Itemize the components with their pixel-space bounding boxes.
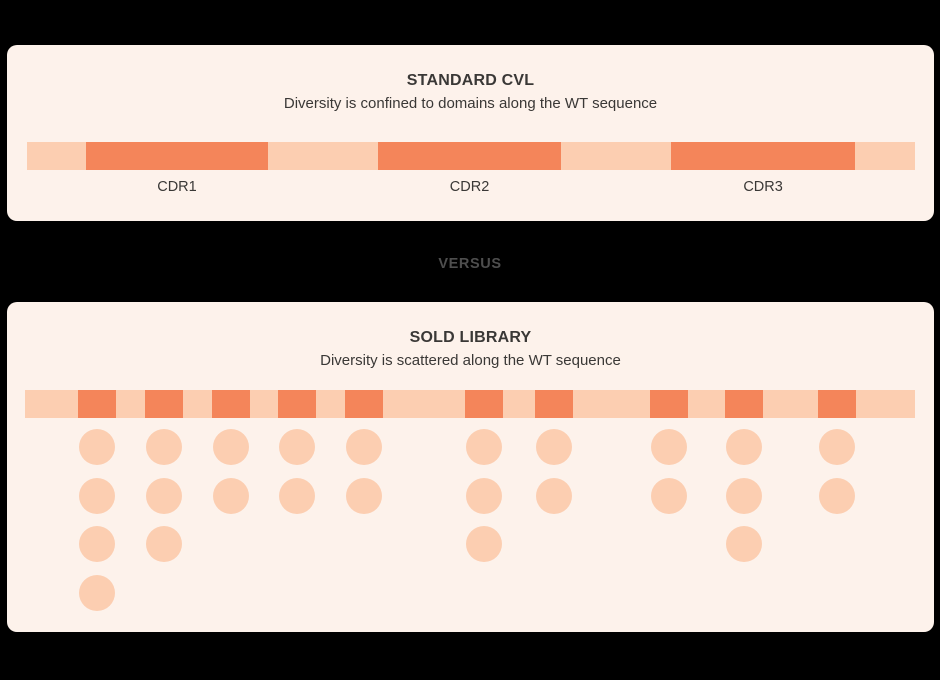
standard-cvl-subtitle: Diversity is confined to domains along t… — [283, 95, 658, 112]
diversity-dot — [651, 429, 687, 465]
diversity-dot — [819, 477, 855, 514]
cdr-labels-row: CDR1 CDR2 CDR3 — [27, 179, 915, 199]
wt-segment — [27, 142, 86, 170]
diversity-dot — [79, 526, 115, 562]
diversity-domain-segment — [671, 142, 856, 170]
diversity-dot — [279, 477, 315, 514]
diversity-domain-segment — [85, 142, 268, 170]
wt-sequence-bar-sold — [25, 390, 915, 418]
wt-sequence-bar-standard — [27, 142, 915, 170]
wt-segment — [561, 142, 672, 170]
diversity-dots-area — [25, 429, 915, 624]
diversity-dot — [213, 477, 249, 514]
diversity-dot — [79, 477, 115, 514]
diversity-dot — [346, 429, 382, 465]
scattered-diversity-segment — [465, 390, 503, 418]
diversity-dot — [726, 526, 762, 562]
cdr-label-cdr1: CDR1 — [157, 179, 197, 195]
cdr-label-cdr2: CDR2 — [449, 179, 490, 195]
diversity-dot — [819, 429, 855, 465]
diversity-dot — [466, 526, 502, 562]
sold-library-title: SOLD LIBRARY — [409, 329, 532, 346]
standard-cvl-title: STANDARD CVL — [406, 72, 535, 89]
wt-segment — [267, 142, 378, 170]
sold-library-subtitle: Diversity is scattered along the WT sequ… — [320, 352, 621, 369]
sold-library-panel: SOLD LIBRARY Diversity is scattered alon… — [7, 302, 934, 632]
diversity-dot — [146, 429, 182, 465]
diversity-dot — [466, 429, 502, 465]
versus-label: VERSUS — [438, 256, 502, 272]
diversity-dot — [79, 574, 115, 611]
scattered-diversity-segment — [345, 390, 383, 418]
diversity-dot — [146, 477, 182, 514]
diversity-dot — [279, 429, 315, 465]
diversity-dot — [726, 477, 762, 514]
diversity-dot — [536, 429, 572, 465]
scattered-diversity-segment — [212, 390, 250, 418]
cdr-label-cdr3: CDR3 — [743, 179, 783, 195]
diversity-dot — [726, 429, 762, 465]
scattered-diversity-segment — [818, 390, 856, 418]
scattered-diversity-segment — [535, 390, 573, 418]
standard-cvl-panel: STANDARD CVL Diversity is confined to do… — [7, 45, 934, 221]
scattered-diversity-segment — [650, 390, 688, 418]
wt-segment — [855, 142, 915, 170]
diversity-dot — [536, 477, 572, 514]
diversity-dot — [213, 429, 249, 465]
diversity-dot — [346, 477, 382, 514]
diversity-dot — [651, 477, 687, 514]
scattered-diversity-segment — [145, 390, 183, 418]
scattered-diversity-segment — [78, 390, 116, 418]
scattered-diversity-segment — [725, 390, 763, 418]
scattered-diversity-segment — [278, 390, 316, 418]
diversity-domain-segment — [378, 142, 562, 170]
diversity-dot — [79, 429, 115, 465]
diversity-dot — [146, 526, 182, 562]
diversity-dot — [466, 477, 502, 514]
